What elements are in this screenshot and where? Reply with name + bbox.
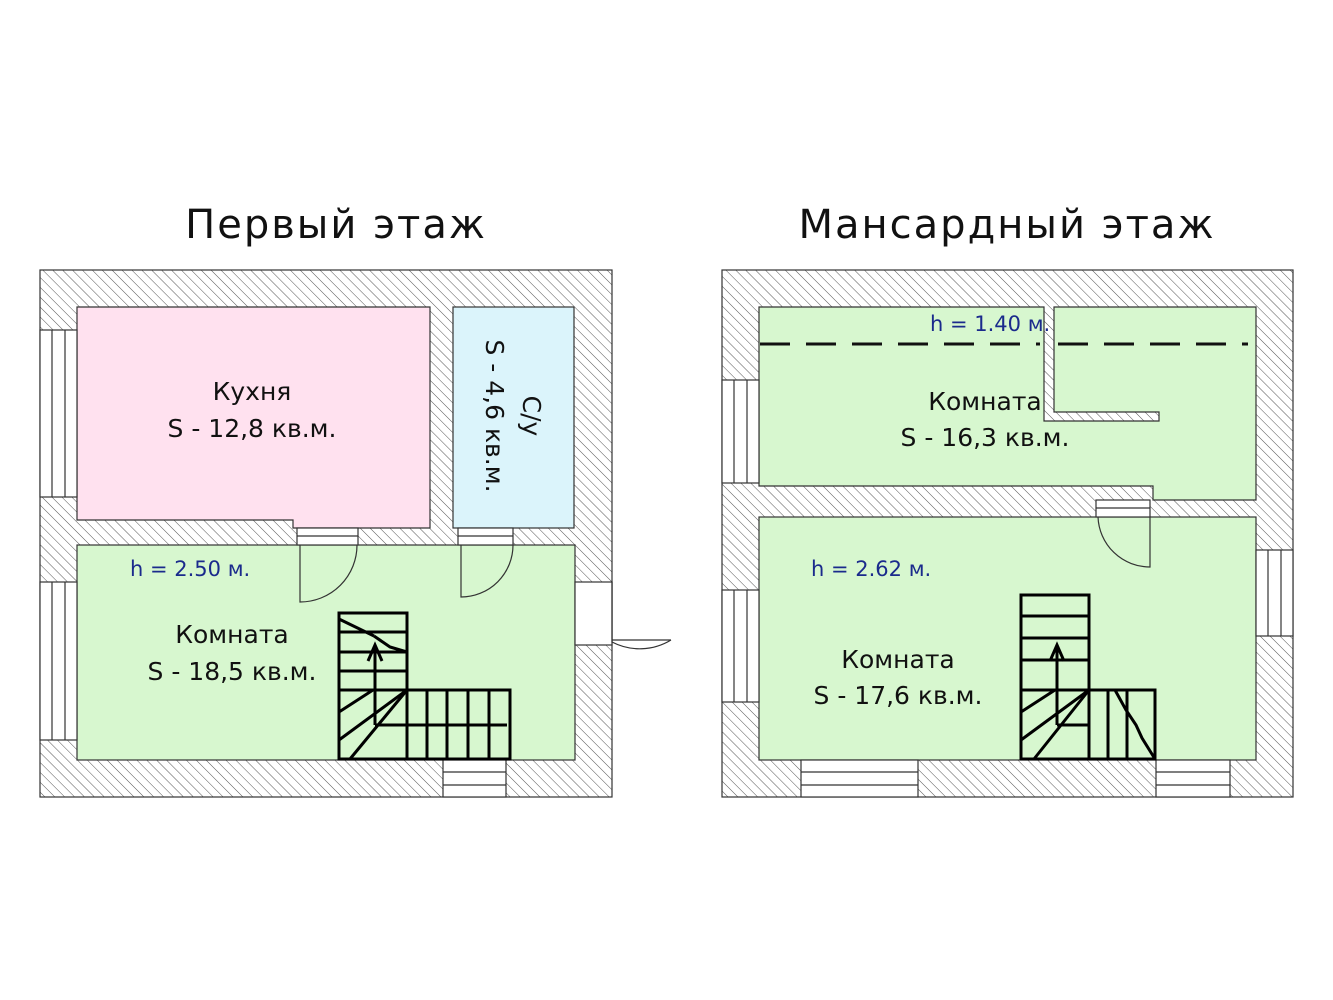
kitchen-room	[76, 306, 431, 529]
window-left-lower	[39, 581, 78, 741]
attic-window-left-upper	[721, 379, 760, 484]
attic-window-bottom-right	[1155, 759, 1231, 798]
first-floor-room-name: Комната	[175, 620, 288, 649]
kitchen-area: S - 12,8 кв.м.	[168, 414, 337, 443]
attic-window-right	[1255, 549, 1294, 637]
attic-window-left-lower	[721, 589, 760, 703]
attic-floor-title: Мансардный этаж	[799, 202, 1216, 248]
bathroom-area: S - 4,6 кв.м.	[480, 339, 509, 492]
attic-top-room	[758, 306, 1257, 501]
attic-top-height: h = 1.40 м.	[930, 312, 1050, 336]
attic-bottom-room-name: Комната	[841, 645, 954, 674]
first-floor-staircase	[337, 611, 512, 761]
attic-top-room-area: S - 16,3 кв.м.	[901, 423, 1070, 452]
attic-staircase	[1019, 593, 1157, 761]
attic-window-bottom-left	[800, 759, 919, 798]
first-floor-height: h = 2.50 м.	[130, 557, 250, 581]
first-floor-room-area: S - 18,5 кв.м.	[148, 657, 317, 686]
attic-bottom-height: h = 2.62 м.	[811, 557, 931, 581]
kitchen-door-swing	[299, 544, 358, 603]
first-floor-title: Первый этаж	[185, 202, 487, 248]
bathroom-door-swing	[460, 544, 514, 598]
attic-bottom-room-area: S - 17,6 кв.м.	[814, 681, 983, 710]
attic-floor-plan: Мансардный этаж	[721, 202, 1294, 798]
bathroom-name: С/у	[517, 396, 546, 437]
bathroom-room	[452, 306, 575, 529]
first-floor-plan: Первый этаж	[39, 202, 672, 798]
attic-top-room-name: Комната	[928, 387, 1041, 416]
attic-door-swing	[1097, 516, 1151, 568]
window-left-upper	[39, 329, 78, 498]
attic-bottom-room	[758, 516, 1257, 761]
entrance-door-opening	[574, 581, 613, 646]
window-bottom	[442, 759, 507, 798]
kitchen-name: Кухня	[213, 377, 292, 406]
entrance-door-swing	[611, 582, 672, 650]
